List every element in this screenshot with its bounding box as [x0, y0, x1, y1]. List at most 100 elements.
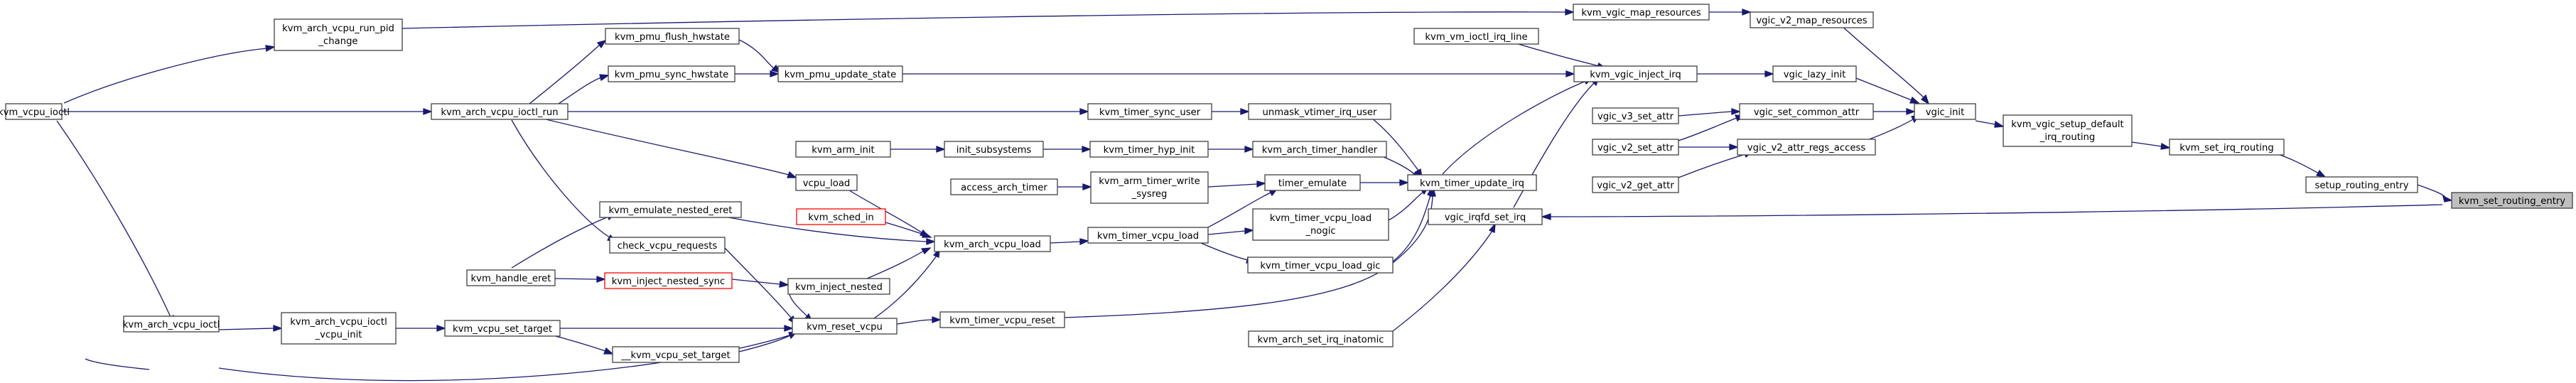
node-label: kvm_timer_vcpu_reset — [949, 315, 1055, 326]
node-init-subsystems[interactable]: init_subsystems — [944, 141, 1044, 158]
node-kvm-arm-init[interactable]: kvm_arm_init — [795, 141, 891, 158]
node-kvm-vm-ioctl-irq-line[interactable]: kvm_vm_ioctl_irq_line — [1413, 28, 1539, 45]
node-label: kvm_arch_vcpu_ioctl — [123, 320, 220, 330]
node-label: vgic_v2_map_resources — [1756, 16, 1867, 26]
node-label: _nogic — [1305, 226, 1335, 237]
node-vgic-v2-set-attr[interactable]: vgic_v2_set_attr — [1592, 139, 1679, 156]
node-kvm-arch-vcpu-load[interactable]: kvm_arch_vcpu_load — [934, 235, 1051, 252]
edge — [56, 120, 175, 325]
edge — [1678, 114, 1745, 141]
node-setup-routing-entry[interactable]: setup_routing_entry — [2305, 176, 2418, 193]
node-kvm-timer-vcpu-reset[interactable]: kvm_timer_vcpu_reset — [939, 311, 1065, 328]
node-kvm-pmu-sync-hwstate[interactable]: kvm_pmu_sync_hwstate — [608, 65, 735, 82]
node-label: kvm_timer_hyp_init — [1104, 145, 1195, 156]
node-label: kvm_arch_set_irq_inatomic — [1258, 335, 1384, 345]
node-kvm-arch-vcpu-run-pid-change[interactable]: kvm_arch_vcpu_run_pid_change — [274, 18, 403, 51]
node-label: kvm_timer_vcpu_load — [1097, 231, 1199, 242]
node-vgic-set-common-attr[interactable]: vgic_set_common_attr — [1739, 103, 1874, 120]
node-label: _irq_routing — [2039, 132, 2096, 143]
node---kvm-vcpu-set-target[interactable]: __kvm_vcpu_set_target — [612, 346, 740, 363]
node-label: vgic_set_common_attr — [1754, 107, 1860, 118]
node-kvm-set-routing-entry[interactable]: kvm_set_routing_entry — [2451, 192, 2573, 209]
node-kvm-inject-nested-sync[interactable]: kvm_inject_nested_sync — [604, 272, 733, 289]
node-vgic-v2-map-resources[interactable]: vgic_v2_map_resources — [1750, 11, 1874, 28]
edge — [738, 39, 782, 74]
node-kvm-handle-eret[interactable]: kvm_handle_eret — [466, 269, 556, 286]
node-vgic-v3-set-attr[interactable]: vgic_v3_set_attr — [1592, 107, 1679, 124]
node-kvm-vgic-map-resources[interactable]: kvm_vgic_map_resources — [1573, 4, 1710, 21]
node-label: vgic_v2_get_attr — [1597, 180, 1674, 191]
node-kvm-arm-timer-write-sysreg[interactable]: kvm_arm_timer_write_sysreg — [1090, 171, 1209, 204]
edge — [1392, 186, 1434, 262]
node-kvm-reset-vcpu[interactable]: kvm_reset_vcpu — [792, 318, 898, 335]
node-vgic-v2-attr-regs-access[interactable]: vgic_v2_attr_regs_access — [1737, 139, 1876, 156]
edge — [1037, 185, 1436, 319]
node-kvm-pmu-flush-hwstate[interactable]: kvm_pmu_flush_hwstate — [605, 28, 740, 45]
node-vgic-v2-get-attr[interactable]: vgic_v2_get_attr — [1592, 176, 1679, 193]
node-kvm-vcpu-set-target[interactable]: kvm_vcpu_set_target — [444, 320, 561, 337]
node-label: kvm_emulate_nested_eret — [609, 205, 733, 216]
node-vgic-irqfd-set-irq[interactable]: vgic_irqfd_set_irq — [1428, 208, 1543, 225]
node-label: kvm_sched_in — [808, 212, 873, 223]
edge — [2417, 184, 2453, 203]
node-kvm-arch-timer-handler[interactable]: kvm_arch_timer_handler — [1252, 141, 1387, 158]
node-label: kvm_arch_timer_handler — [1262, 145, 1378, 156]
node-unmask-vtimer-irq-user[interactable]: unmask_vtimer_irq_user — [1248, 103, 1391, 120]
edge — [890, 146, 946, 153]
edge — [1212, 108, 1250, 115]
node-label: vgic_init — [1926, 107, 1965, 118]
node-label: kvm_handle_eret — [471, 274, 551, 284]
edge — [62, 108, 433, 115]
node-label: timer_emulate — [1278, 178, 1347, 189]
node-label: __kvm_vcpu_set_target — [620, 350, 730, 361]
node-label: kvm_timer_vcpu_load_gic — [1260, 261, 1380, 271]
node-label: kvm_vgic_inject_irq — [1590, 70, 1681, 80]
node-label: vgic_v3_set_attr — [1597, 112, 1674, 122]
node-kvm-vgic-inject-irq[interactable]: kvm_vgic_inject_irq — [1573, 65, 1698, 82]
node-vgic-init[interactable]: vgic_init — [1914, 103, 1976, 120]
node-kvm-inject-nested[interactable]: kvm_inject_nested — [787, 278, 890, 295]
node-access-arch-timer[interactable]: access_arch_timer — [950, 178, 1058, 195]
node-label: vcpu_load — [803, 178, 851, 189]
node-label: kvm_vgic_map_resources — [1581, 8, 1701, 18]
node-kvm-vcpu-ioctl[interactable]: kvm_vcpu_ioctl — [0, 103, 70, 120]
node-kvm-set-irq-routing[interactable]: kvm_set_irq_routing — [2169, 139, 2285, 156]
node-kvm-timer-vcpu-load-gic[interactable]: kvm_timer_vcpu_load_gic — [1247, 257, 1394, 274]
node-kvm-timer-vcpu-load-nogic[interactable]: kvm_timer_vcpu_load _nogic — [1252, 208, 1389, 241]
node-kvm-pmu-update-state[interactable]: kvm_pmu_update_state — [777, 65, 903, 82]
node-timer-emulate[interactable]: timer_emulate — [1264, 174, 1361, 191]
edge — [1392, 222, 1496, 332]
node-kvm-timer-vcpu-load[interactable]: kvm_timer_vcpu_load — [1087, 227, 1209, 244]
edge — [1050, 238, 1089, 246]
node-kvm-vgic-setup-default-irq-routing[interactable]: kvm_vgic_setup_default_irq_routing — [2003, 114, 2133, 147]
edge — [525, 39, 607, 107]
node-label: kvm_pmu_flush_hwstate — [615, 32, 730, 43]
edge — [402, 9, 1575, 29]
edge — [724, 216, 936, 245]
node-kvm-arch-vcpu-ioctl[interactable]: kvm_arch_vcpu_ioctl — [123, 315, 220, 333]
node-vgic-lazy-init[interactable]: vgic_lazy_init — [1772, 65, 1857, 82]
edge — [85, 358, 150, 370]
node-kvm-arch-set-irq-inatomic[interactable]: kvm_arch_set_irq_inatomic — [1248, 330, 1394, 347]
node-label: _sysreg — [1131, 189, 1168, 200]
node-kvm-sched-in[interactable]: kvm_sched_in — [796, 208, 886, 225]
node-kvm-arch-vcpu-ioctl-run[interactable]: kvm_arch_vcpu_ioctl_run — [431, 103, 568, 120]
node-label: kvm_timer_vcpu_load — [1270, 213, 1371, 224]
node-label: kvm_vm_ioctl_irq_line — [1425, 32, 1527, 43]
node-vcpu-load[interactable]: vcpu_load — [795, 174, 858, 191]
node-kvm-arch-vcpu-ioctl-vcpu-init[interactable]: kvm_arch_vcpu_ioctl_vcpu_init — [281, 312, 397, 345]
node-kvm-timer-hyp-init[interactable]: kvm_timer_hyp_init — [1089, 141, 1209, 158]
node-check-vcpu-requests[interactable]: check_vcpu_requests — [609, 237, 726, 254]
node-kvm-emulate-nested-eret[interactable]: kvm_emulate_nested_eret — [599, 201, 742, 218]
edge — [1975, 120, 2005, 128]
node-kvm-timer-sync-user[interactable]: kvm_timer_sync_user — [1087, 103, 1212, 120]
edge — [1208, 146, 1254, 153]
edge — [546, 333, 614, 355]
edge — [568, 108, 1089, 115]
node-label: setup_routing_entry — [2314, 180, 2408, 191]
node-label: kvm_arm_init — [812, 145, 874, 156]
node-kvm-timer-update-irq[interactable]: kvm_timer_update_irq — [1407, 174, 1537, 191]
edge — [902, 70, 1575, 77]
node-label: kvm_vcpu_set_target — [453, 324, 552, 335]
